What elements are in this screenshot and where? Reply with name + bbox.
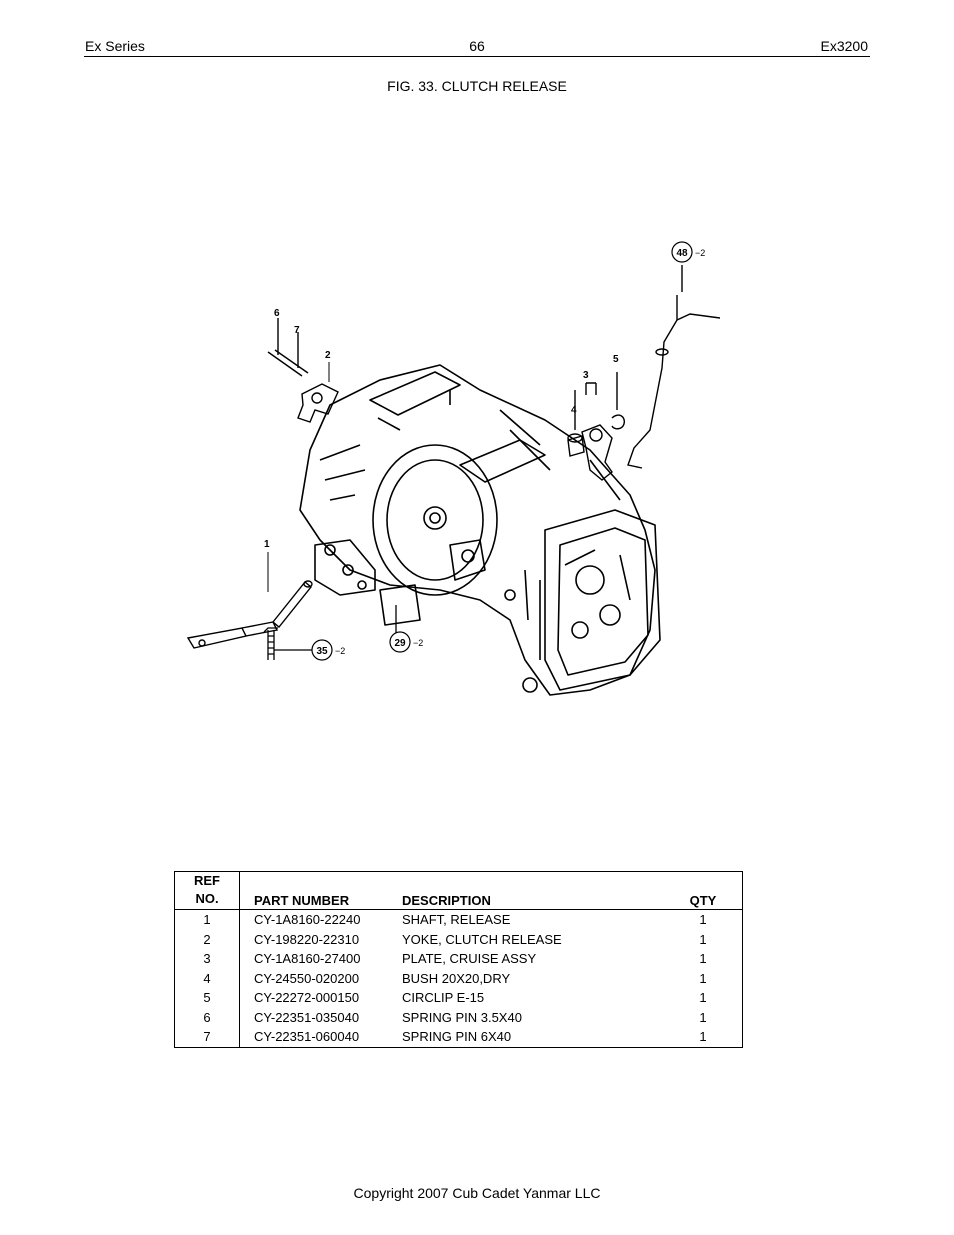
part-6-7-spring-pins (267, 318, 309, 377)
ref-no-cell: 4 (174, 968, 240, 988)
callout-label: 4 (571, 405, 577, 416)
description-cell: PLATE, CRUISE ASSY (402, 951, 537, 966)
callout-label: 5 (613, 354, 619, 365)
table-row: 1 CY-1A8160-22240 SHAFT, RELEASE 1 (174, 909, 743, 930)
part-2-yoke (297, 383, 339, 423)
ref-no-cell: 1 (174, 909, 240, 930)
callout-4: 4 (571, 405, 577, 416)
ref-no-cell: 2 (174, 929, 240, 949)
table-row: 3 CY-1A8160-27400 PLATE, CRUISE ASSY 1 (174, 949, 743, 969)
qty-cell: 1 (699, 970, 707, 986)
callout-label: 48 (676, 248, 688, 259)
description-cell: SPRING PIN 3.5X40 (402, 1009, 522, 1025)
header-ref-line2: NO. (195, 891, 219, 906)
clutch-release-illustration: 1 2 3 4 5 6 7 48 −2 35 −2 (186, 241, 721, 696)
part-48-rod (627, 265, 721, 469)
header-divider (84, 56, 870, 57)
part-number-cell: CY-24550-020200 (254, 970, 360, 986)
callout-7: 7 (294, 325, 300, 336)
ref-no-cell: 5 (174, 988, 240, 1008)
callout-2: 2 (325, 350, 331, 382)
table-row: 6 CY-22351-035040 SPRING PIN 3.5X40 1 (174, 1007, 743, 1027)
table-row: 7 CY-22351-060040 SPRING PIN 6X40 1 (174, 1027, 743, 1047)
callout-29: 29 −2 (389, 631, 423, 653)
header-description: DESCRIPTION (398, 871, 664, 910)
copyright-footer: Copyright 2007 Cub Cadet Yanmar LLC (353, 1185, 601, 1201)
ref-no-cell: 7 (174, 1027, 240, 1047)
callout-label: 35 (316, 646, 328, 657)
parts-table-header-row: REF NO. PART NUMBER DESCRIPTION QTY (174, 871, 743, 910)
page-number: 66 (469, 38, 485, 54)
transmission-housing (299, 364, 661, 696)
callout-1: 1 (264, 539, 270, 592)
header-model: Ex3200 (820, 38, 868, 54)
callout-6: 6 (274, 308, 280, 319)
description-cell: YOKE, CLUTCH RELEASE (402, 931, 562, 947)
part-number-cell: CY-22351-060040 (254, 1029, 360, 1044)
header-series: Ex Series (85, 38, 145, 54)
callout-qty: −2 (335, 646, 345, 656)
callout-label: 29 (394, 638, 406, 649)
ref-no-cell: 3 (174, 949, 240, 969)
figure-title: FIG. 33. CLUTCH RELEASE (387, 78, 567, 94)
header-ref-no: REF NO. (174, 871, 240, 910)
ref-no-cell: 6 (174, 1007, 240, 1027)
callout-qty: −2 (695, 248, 705, 258)
part-number-cell: CY-1A8160-27400 (254, 951, 361, 966)
callout-3: 3 (583, 370, 589, 381)
part-3-4-5-cruise-plate (567, 372, 626, 481)
part-number-cell: CY-22351-035040 (254, 1009, 360, 1025)
callout-label: 3 (583, 370, 589, 381)
callout-48: 48 −2 (671, 241, 705, 263)
description-cell: BUSH 20X20,DRY (402, 970, 511, 986)
table-row: 5 CY-22272-000150 CIRCLIP E-15 1 (174, 988, 743, 1008)
exploded-parts-diagram: 1 2 3 4 5 6 7 48 −2 35 −2 (150, 100, 762, 860)
header-qty: QTY (664, 871, 743, 910)
part-number-cell: CY-1A8160-22240 (254, 912, 361, 927)
callout-label: 6 (274, 308, 280, 319)
part-35-bolt (263, 627, 312, 660)
callout-qty: −2 (413, 638, 423, 648)
callout-label: 7 (294, 325, 300, 336)
header-ref-line1: REF (194, 873, 220, 888)
qty-cell: 1 (699, 951, 707, 966)
description-cell: SHAFT, RELEASE (402, 912, 511, 927)
qty-cell: 1 (699, 931, 707, 947)
description-cell: SPRING PIN 6X40 (402, 1029, 512, 1044)
callout-label: 2 (325, 350, 331, 361)
qty-cell: 1 (699, 1029, 707, 1044)
table-row: 2 CY-198220-22310 YOKE, CLUTCH RELEASE 1 (174, 929, 743, 949)
description-cell: CIRCLIP E-15 (402, 990, 485, 1005)
qty-cell: 1 (699, 912, 707, 927)
qty-cell: 1 (699, 1009, 707, 1025)
table-row: 4 CY-24550-020200 BUSH 20X20,DRY 1 (174, 968, 743, 988)
part-number-cell: CY-198220-22310 (254, 931, 360, 947)
part-number-cell: CY-22272-000150 (254, 990, 360, 1005)
header-part-number: PART NUMBER (239, 871, 398, 910)
qty-cell: 1 (699, 990, 707, 1005)
callout-label: 1 (264, 539, 270, 550)
callout-35: 35 −2 (311, 639, 345, 661)
callout-5: 5 (613, 354, 619, 365)
part-1-release-shaft (186, 580, 313, 649)
